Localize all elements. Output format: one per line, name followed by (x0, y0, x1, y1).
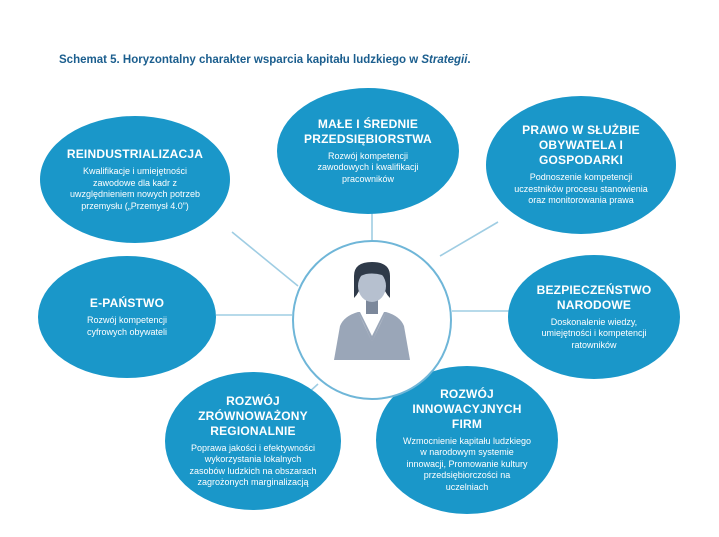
node-description: Rozwój kompetencji cyfrowych obywateli (86, 315, 168, 337)
connector-prawo (439, 221, 499, 257)
diagram-title: Schemat 5. Horyzontalny charakter wsparc… (59, 54, 471, 66)
node-description: Kwalifikacje i umiejętności zawodowe dla… (69, 166, 201, 211)
node-description: Doskonalenie wiedzy, umiejętności i komp… (541, 316, 647, 350)
node-msp: MAŁE I ŚREDNIE PRZEDSIĘBIORSTWA Rozwój k… (277, 88, 459, 214)
node-description: Rozwój kompetencji zawodowych i kwalifik… (317, 150, 419, 184)
connector-reindustrializacja (231, 231, 299, 287)
node-heading: E-PAŃSTWO (89, 296, 165, 310)
center-circle (292, 240, 452, 400)
node-heading: PRAWO W SŁUŻBIE OBYWATELA I GOSPODARKI (522, 123, 640, 168)
node-epanstwo: E-PAŃSTWO Rozwój kompetencji cyfrowych o… (38, 256, 216, 378)
node-prawo: PRAWO W SŁUŻBIE OBYWATELA I GOSPODARKI P… (486, 96, 676, 234)
node-description: Poprawa jakości i efektywności wykorzyst… (189, 442, 317, 488)
node-heading: REINDUSTRIALIZACJA (66, 147, 204, 161)
node-reindustrializacja: REINDUSTRIALIZACJA Kwalifikacje i umieję… (40, 116, 230, 243)
node-heading: MAŁE I ŚREDNIE PRZEDSIĘBIORSTWA (304, 116, 432, 146)
person-icon (334, 262, 410, 360)
node-heading: ROZWÓJ INNOWACYJNYCH FIRM (412, 386, 522, 431)
node-description: Wzmocnienie kapitału ludzkiego w narodow… (402, 435, 532, 492)
node-bezpieczenstwo: BEZPIECZEŃSTWO NARODOWE Doskonalenie wie… (508, 255, 680, 379)
node-heading: BEZPIECZEŃSTWO NARODOWE (536, 282, 652, 312)
node-regionalny: ROZWÓJ ZRÓWNOWAŻONY REGIONALNIE Poprawa … (165, 372, 341, 510)
node-description: Podnoszenie kompetencji uczestników proc… (514, 172, 648, 206)
node-heading: ROZWÓJ ZRÓWNOWAŻONY REGIONALNIE (198, 393, 308, 438)
